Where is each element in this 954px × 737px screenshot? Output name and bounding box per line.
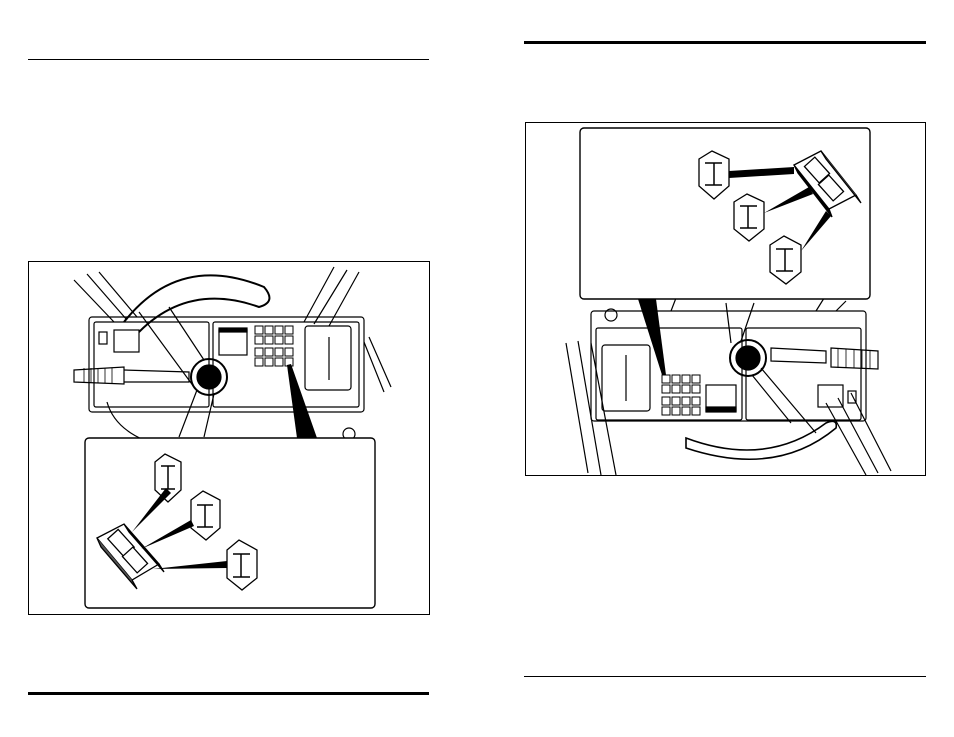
right-bottom-rule [524, 676, 926, 677]
right-dashboard-illustration [526, 123, 925, 475]
left-dashboard-illustration [29, 262, 429, 614]
right-top-rule [524, 41, 926, 44]
left-steering-figure [28, 261, 430, 615]
left-top-rule [28, 59, 429, 60]
left-bottom-rule [28, 692, 429, 695]
right-steering-figure [525, 122, 926, 476]
